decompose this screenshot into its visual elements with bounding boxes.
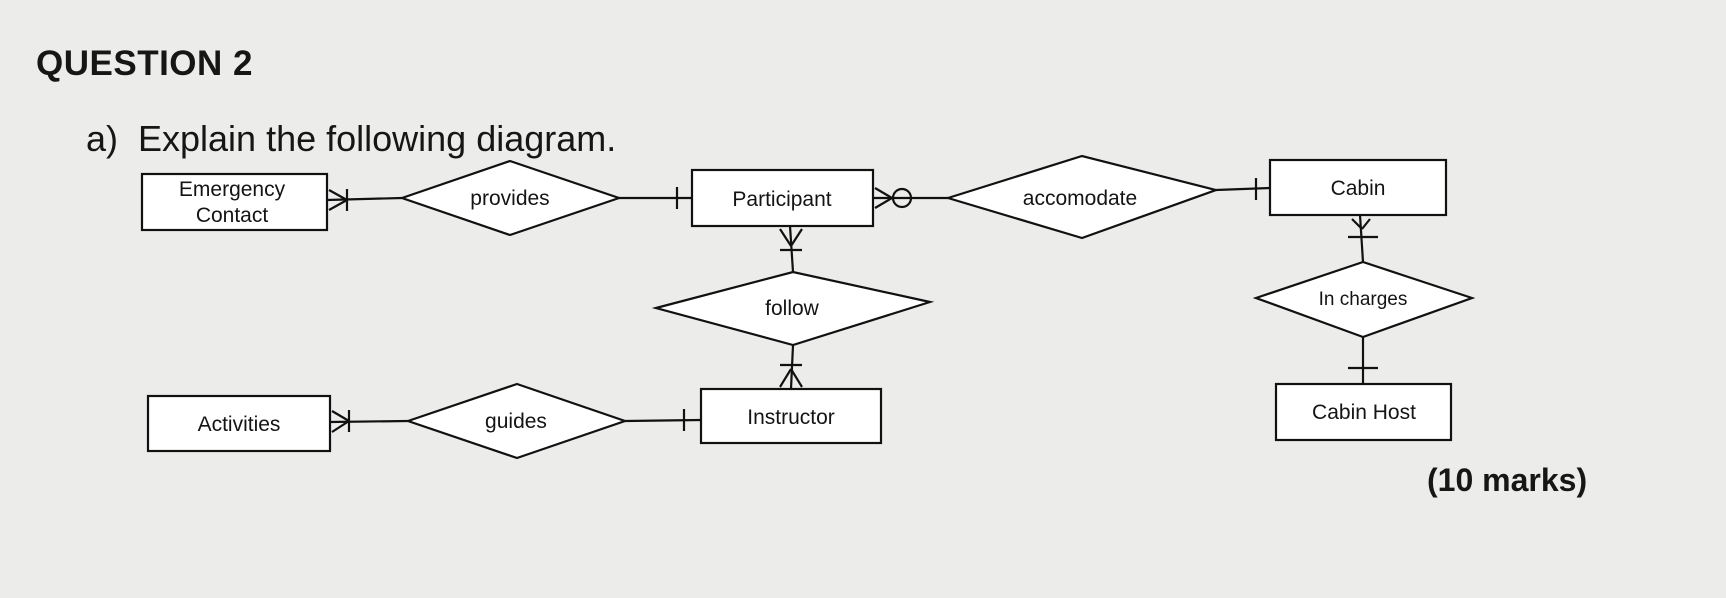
bar-cabin-incharges [1348,218,1378,239]
entity-emergency-contact-line1: Emergency [179,178,286,201]
question-prompt: a) Explain the following diagram. [86,118,616,160]
relationship-in-charges: In charges [1252,260,1476,339]
relationship-accomodate-label: accomodate [1023,187,1137,210]
entity-participant: Participant [690,168,875,228]
crows-foot-emergency [328,189,349,211]
relationship-accomodate: accomodate [944,154,1220,240]
entity-activities-label: Activities [198,413,281,436]
question-letter: a) [86,118,119,159]
question-heading: QUESTION 2 [36,44,253,83]
cardinality-marks [328,178,1378,433]
line-cabin-incharges [1358,214,1365,263]
entity-cabin-host: Cabin Host [1274,382,1453,442]
entity-cabin: Cabin [1268,158,1448,217]
line-follow-instructor [789,344,795,390]
relationship-guides: guides [404,382,629,460]
crows-foot-instructor-follow [779,363,803,388]
line-emergency-provides [326,196,403,202]
entity-cabin-host-label: Cabin Host [1312,401,1416,424]
entity-instructor-label: Instructor [747,406,835,429]
relationship-follow: follow [651,270,935,347]
relationship-in-charges-label: In charges [1319,289,1408,310]
relationship-provides-label: provides [470,187,549,210]
entity-participant-label: Participant [732,188,831,211]
entity-emergency-contact: Emergency Contact [140,172,329,232]
entity-emergency-contact-line2: Contact [196,204,269,227]
line-accomodate-cabin [1215,186,1271,192]
crows-foot-participant-follow [779,228,803,252]
entity-instructor: Instructor [699,387,883,445]
marks-label: (10 marks) [1427,462,1588,498]
question-text: Explain the following diagram. [138,118,617,159]
line-guides-instructor [624,418,702,423]
relationship-follow-label: follow [765,297,820,320]
relationship-guides-label: guides [485,410,547,433]
crows-foot-activities [331,410,351,433]
relationship-provides: provides [398,159,623,237]
line-activities-guides [329,419,409,424]
zero-many-participant [874,187,913,209]
entity-cabin-label: Cabin [1331,177,1386,200]
entity-activities: Activities [146,394,332,453]
